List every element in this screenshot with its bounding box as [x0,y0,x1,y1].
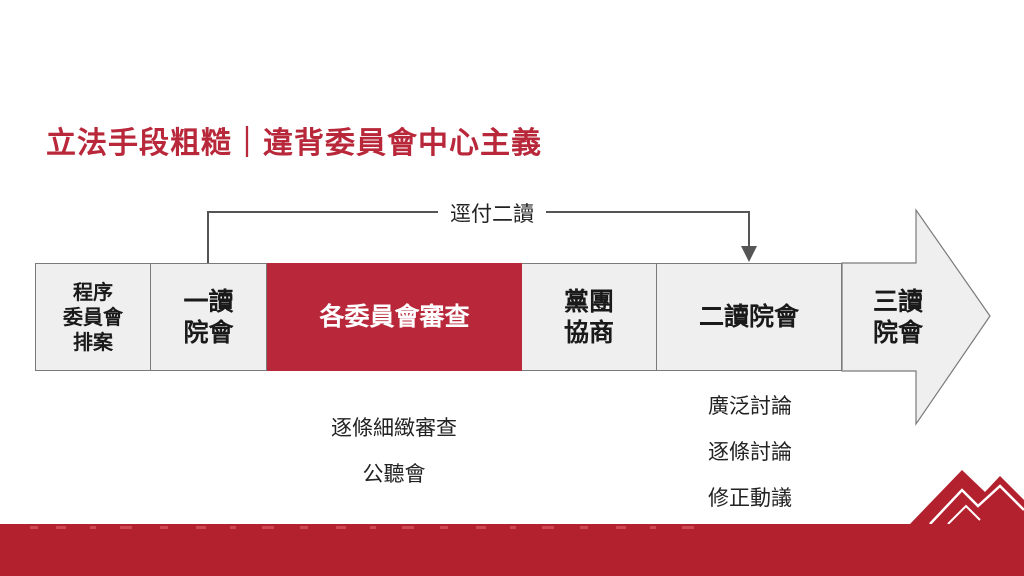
step-second-reading: 二讀院會 [657,263,842,371]
step-first-reading: 一讀 院會 [151,263,267,371]
connector-label: 逕付二讀 [450,202,534,226]
footer-bar [0,524,1024,576]
mountain-logo [910,470,1024,524]
direct-second-reading-connector [207,211,438,263]
third-reading-arrow [841,208,991,426]
footer-pattern [30,526,694,529]
step-caucus-negotiation: 黨團 協商 [522,263,657,371]
connector-arrowhead [741,246,757,262]
mountain-logo-line-2 [947,504,981,525]
direct-second-reading-connector-right [546,211,750,248]
step-program-committee: 程序 委員會 排案 [35,263,151,371]
committee-note: 公聽會 [362,462,426,486]
committee-note: 逐條細緻審查 [331,416,457,440]
step-committee-review: 各委員會審查 [267,263,522,371]
second-reading-note: 修正動議 [708,486,792,510]
mountain-logo-line [929,484,1024,525]
step-third-reading: 三讀 院會 [872,286,923,347]
second-reading-note: 廣泛討論 [708,394,792,418]
second-reading-note: 逐條討論 [708,440,792,464]
slide-title: 立法手段粗糙｜違背委員會中心主義 [46,126,542,161]
